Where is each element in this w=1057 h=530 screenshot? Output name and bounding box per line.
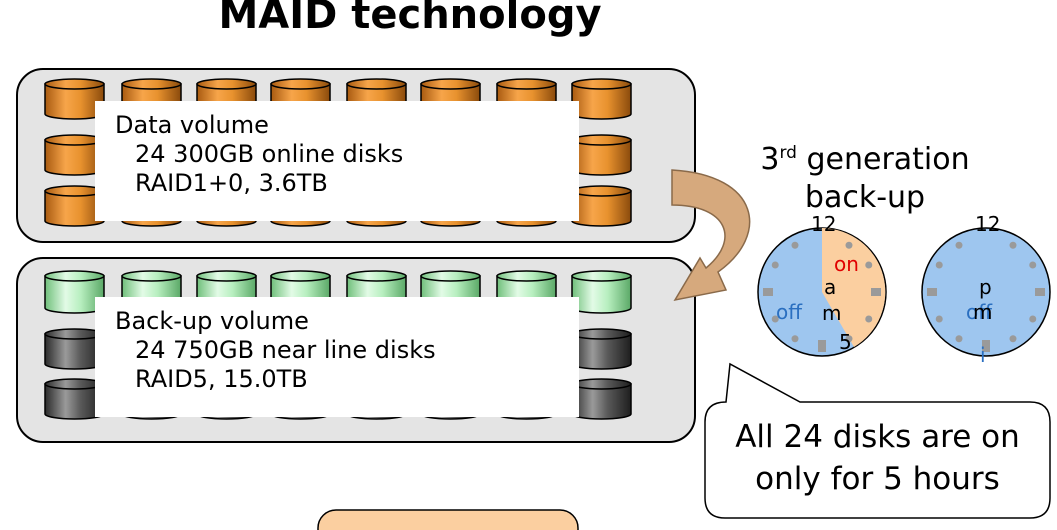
clock-hour-marker (927, 288, 937, 296)
clock-minor-dot (845, 241, 853, 249)
callout-text: All 24 disks are on only for 5 hours (705, 416, 1050, 500)
pm-clock (921, 227, 1051, 357)
backup-flow-arrow (671, 169, 751, 302)
generation-line1: 3rd generation (760, 142, 970, 177)
clock-hour-marker (818, 340, 826, 352)
clock-minor-dot (1009, 335, 1017, 343)
callout-line2: only for 5 hours (755, 461, 1000, 497)
data-volume-raid-text: RAID1+0, 3.6TB (135, 169, 328, 197)
clock-hour-marker (1035, 288, 1045, 296)
backup-volume-label: Back-up volume 24 750GB near line disks … (95, 297, 579, 417)
callout-bubble (704, 362, 1051, 519)
clock-minor-dot (935, 261, 943, 269)
pm-letter-p: p (979, 275, 992, 299)
clock-hour-marker (982, 340, 990, 352)
clock-minor-dot (1029, 261, 1037, 269)
clock-minor-dot (845, 335, 853, 343)
clock-minor-dot (865, 315, 873, 323)
backup-volume-raid-text: RAID5, 15.0TB (135, 365, 308, 393)
online-disk (571, 185, 632, 227)
backup-volume-heading: Back-up volume (115, 307, 309, 335)
clock-minor-dot (865, 261, 873, 269)
backup-disk-active (571, 270, 632, 314)
clock-hour-marker (871, 288, 881, 296)
clock-minor-dot (771, 261, 779, 269)
generation-label: 3rd generation back-up (715, 134, 1015, 217)
clock-minor-dot (1029, 315, 1037, 323)
am-clock-12: 12 (811, 212, 837, 236)
online-disk (571, 78, 632, 120)
clock-minor-dot (791, 241, 799, 249)
pm-clock-ticks (927, 241, 1045, 352)
data-volume-label: Data volume 24 300GB online disks RAID1+… (95, 101, 579, 221)
backup-volume-disks-text: 24 750GB near line disks (135, 336, 436, 364)
clock-minor-dot (955, 241, 963, 249)
am-letter-a: a (824, 275, 837, 299)
bottom-pill (317, 509, 579, 530)
clock-minor-dot (791, 335, 799, 343)
am-clock-5: 5 (839, 330, 852, 354)
clock-minor-dot (771, 315, 779, 323)
online-disk (44, 78, 105, 120)
clock-hour-marker (763, 288, 773, 296)
am-clock (757, 227, 887, 357)
data-volume-disks-text: 24 300GB online disks (135, 140, 404, 168)
backup-disk-active (44, 270, 105, 314)
backup-disk (571, 328, 632, 370)
backup-disk (571, 378, 632, 420)
generation-line2: back-up (804, 180, 926, 215)
pm-off-label: off (966, 300, 993, 324)
backup-disk (44, 378, 105, 420)
pm-clock-12: 12 (975, 212, 1001, 236)
data-volume-heading: Data volume (115, 111, 269, 139)
clock-minor-dot (935, 315, 943, 323)
am-letter-m: m (822, 301, 842, 325)
am-clock-ticks (763, 241, 881, 352)
clock-minor-dot (1009, 241, 1017, 249)
online-disk (44, 185, 105, 227)
online-disk (571, 134, 632, 176)
am-on-label: on (834, 252, 859, 276)
clock-minor-dot (955, 335, 963, 343)
pm-letter-m: m (973, 300, 993, 324)
am-off-label: off (776, 300, 803, 324)
pm-trailing-i: i (980, 343, 986, 367)
page-title: MAID technology (218, 0, 602, 38)
callout-line1: All 24 disks are on (735, 419, 1020, 455)
